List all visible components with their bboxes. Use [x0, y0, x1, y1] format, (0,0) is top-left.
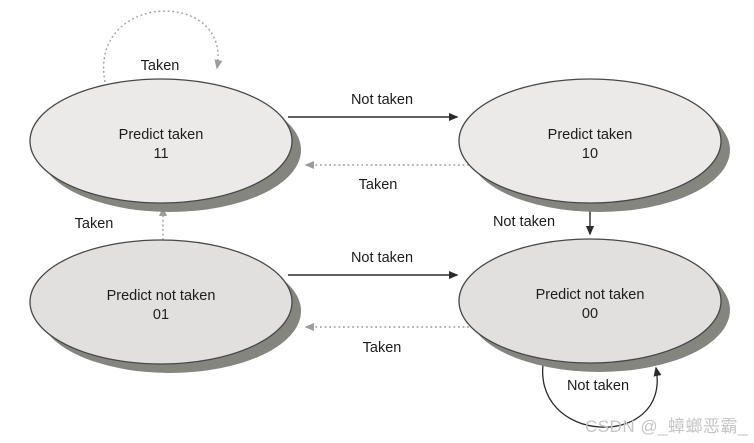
- state-10-label: Predict taken: [548, 127, 633, 143]
- state-predict-not-taken-00: Predict not taken 00: [458, 238, 730, 372]
- csdn-watermark: CSDN @_蟑螂恶霸_: [584, 417, 748, 436]
- state-00-code: 00: [582, 306, 598, 322]
- state-10-code: 10: [582, 146, 598, 162]
- label-00-to-01-taken: Taken: [363, 340, 402, 356]
- state-predict-not-taken-01: Predict not taken 01: [29, 239, 301, 373]
- state-01-label: Predict not taken: [107, 288, 216, 304]
- state-10-ellipse: [458, 78, 722, 204]
- state-11-label: Predict taken: [119, 127, 204, 143]
- state-01-ellipse: [29, 239, 293, 365]
- state-00-ellipse: [458, 238, 722, 364]
- state-00-label: Predict not taken: [536, 287, 645, 303]
- state-11-ellipse: [29, 78, 293, 204]
- label-01-to-11-taken: Taken: [75, 216, 114, 232]
- label-loop-00-not-taken: Not taken: [567, 378, 629, 394]
- label-loop-11-taken: Taken: [141, 58, 180, 74]
- state-predict-taken-10: Predict taken 10: [458, 78, 730, 212]
- label-10-to-11-taken: Taken: [359, 177, 398, 193]
- state-01-code: 01: [153, 307, 169, 323]
- label-10-to-00-not-taken: Not taken: [493, 214, 555, 230]
- transition-loop-11-taken: [102, 10, 223, 83]
- state-predict-taken-11: Predict taken 11: [29, 78, 301, 212]
- label-01-to-00-not-taken: Not taken: [351, 250, 413, 266]
- label-11-to-10-not-taken: Not taken: [351, 92, 413, 108]
- transition-loop-00-not-taken: [541, 356, 662, 428]
- state-11-code: 11: [153, 146, 168, 162]
